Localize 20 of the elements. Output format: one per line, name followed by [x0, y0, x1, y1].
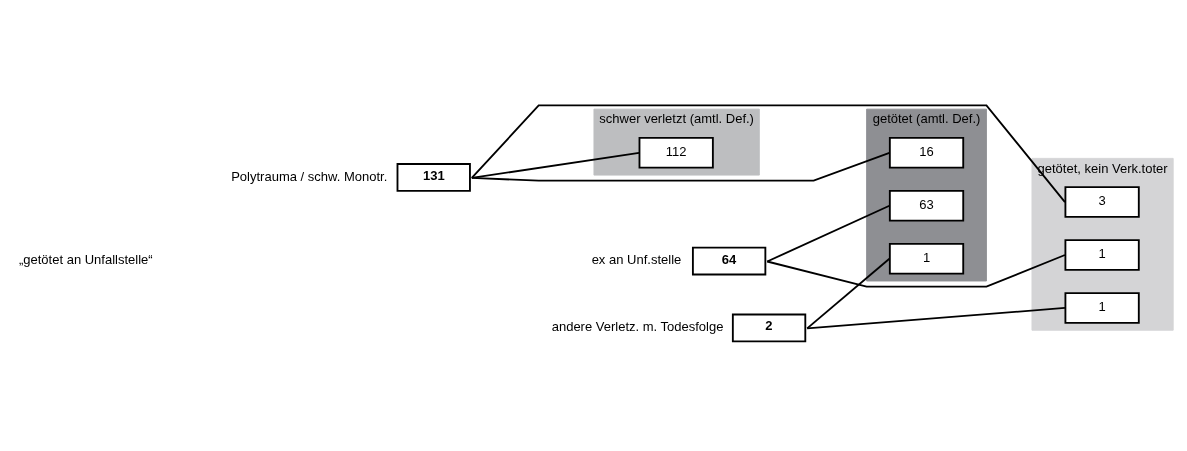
node-box: 1 [1064, 239, 1140, 271]
node-box: 1 [1064, 292, 1140, 324]
node-box: 112 [638, 137, 714, 169]
node-box: 1 [888, 242, 965, 275]
node-label: andere Verletz. m. Todesfolge [551, 319, 724, 335]
connector [470, 151, 891, 182]
label: „getötet an Unfallstelle“ [18, 252, 153, 268]
node-box: 2 [731, 313, 807, 343]
node-box: 3 [1064, 186, 1140, 218]
connector [766, 204, 891, 263]
connector [766, 254, 1066, 288]
connector [806, 257, 891, 330]
node-box: 16 [888, 137, 965, 169]
node-box: 131 [396, 163, 471, 192]
connector [470, 104, 1066, 203]
node-box: 64 [691, 246, 767, 276]
node-label: ex an Unf.stelle [591, 252, 682, 268]
node-label: Polytrauma / schw. Monotr. [231, 168, 388, 184]
node-box: 63 [888, 189, 965, 222]
connector [806, 307, 1066, 330]
